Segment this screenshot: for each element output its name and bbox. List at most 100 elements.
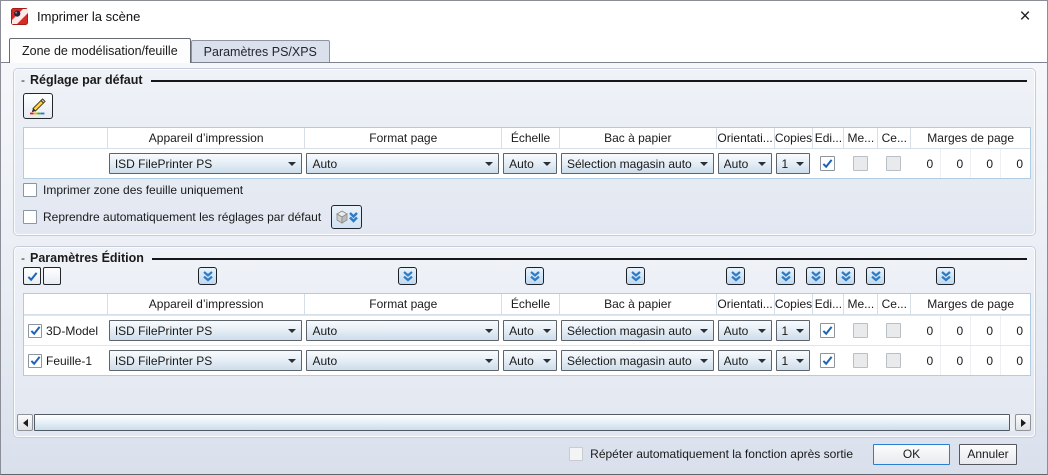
printer-dropdown[interactable]: ISD FilePrinter PS xyxy=(108,320,303,341)
margin-bottom-cell[interactable]: 0 xyxy=(1000,149,1030,178)
cancel-button[interactable]: Annuler xyxy=(959,443,1017,465)
apply-orientation-column-button[interactable] xyxy=(726,267,745,285)
auto-restore-label: Reprendre automatiquement les réglages p… xyxy=(43,210,322,224)
margin-right-cell[interactable]: 0 xyxy=(970,346,1000,375)
tray-dropdown[interactable]: Sélection magasin auto xyxy=(560,153,714,174)
margin-top-cell[interactable]: 0 xyxy=(940,316,970,345)
chevron-down-icon xyxy=(699,161,708,166)
dialog-title: Imprimer la scène xyxy=(37,9,141,24)
header-row-label xyxy=(24,294,107,314)
edit-default-settings-button[interactable] xyxy=(23,93,53,119)
header-edit: Edi... xyxy=(812,128,843,148)
header-copies: Copies xyxy=(773,294,813,314)
margin-top-cell[interactable]: 0 xyxy=(940,346,970,375)
select-all-button[interactable] xyxy=(23,267,41,285)
copies-dropdown[interactable]: 1 xyxy=(775,153,811,174)
apply-tray-column-button[interactable] xyxy=(626,267,645,285)
margin-left-cell[interactable]: 0 xyxy=(926,156,934,171)
margin-top-cell[interactable]: 0 xyxy=(940,149,970,178)
edit-checkbox[interactable] xyxy=(820,156,836,171)
apply-printer-column-button[interactable] xyxy=(198,267,217,285)
double-chevron-down-icon xyxy=(840,271,851,282)
tab-zone-modelisation[interactable]: Zone de modélisation/feuille xyxy=(9,38,191,63)
copies-dropdown[interactable]: 1 xyxy=(775,350,811,371)
apply-scale-column-button[interactable] xyxy=(525,267,544,285)
scroll-left-button[interactable] xyxy=(17,414,33,431)
margin-right-cell[interactable]: 0 xyxy=(970,149,1000,178)
print-zone-only-label: Imprimer zone des feuille uniquement xyxy=(43,183,244,197)
print-zone-only-checkbox[interactable] xyxy=(23,183,37,197)
row-select-checkbox[interactable] xyxy=(28,353,42,368)
header-format: Format page xyxy=(304,128,501,148)
orientation-dropdown[interactable]: Auto xyxy=(717,320,772,341)
margin-bottom-cell[interactable]: 0 xyxy=(1000,346,1030,375)
row-select-checkbox[interactable] xyxy=(28,323,42,338)
column-apply-row xyxy=(23,267,1031,286)
header-margins: Marges de page xyxy=(910,128,1030,148)
footer: Répéter automatiquement la fonction aprè… xyxy=(1,443,1047,465)
header-format: Format page xyxy=(304,294,501,314)
header-orientation: Orientati... xyxy=(715,128,774,148)
apply-edit-column-button[interactable] xyxy=(806,267,825,285)
chevron-down-icon xyxy=(485,161,494,166)
copies-dropdown[interactable]: 1 xyxy=(775,320,811,341)
margin-bottom-cell[interactable]: 0 xyxy=(1000,316,1030,345)
format-dropdown[interactable]: Auto xyxy=(306,350,500,371)
format-dropdown[interactable]: Auto xyxy=(306,153,500,174)
orientation-dropdown[interactable]: Auto xyxy=(717,350,772,371)
printer-dropdown[interactable]: ISD FilePrinter PS xyxy=(108,350,303,371)
chevron-down-icon xyxy=(288,161,297,166)
header-row-label xyxy=(24,128,107,148)
chevron-down-icon xyxy=(542,161,551,166)
scrollbar-track[interactable] xyxy=(34,414,1014,431)
apply-margins-column-button[interactable] xyxy=(936,267,955,285)
chevron-down-icon xyxy=(757,328,766,333)
ok-button[interactable]: OK xyxy=(873,443,950,465)
apply-me-column-button[interactable] xyxy=(836,267,855,285)
tab-parametres-ps-xps[interactable]: Paramètres PS/XPS xyxy=(190,40,330,62)
apply-defaults-button[interactable] xyxy=(331,205,363,229)
apply-ce-column-button[interactable] xyxy=(866,267,885,285)
margin-right-cell[interactable]: 0 xyxy=(970,316,1000,345)
apply-format-column-button[interactable] xyxy=(398,267,417,285)
scroll-right-button[interactable] xyxy=(1015,414,1031,431)
header-tray: Bac à papier xyxy=(558,128,716,148)
chevron-down-icon xyxy=(699,328,708,333)
triangle-right-icon xyxy=(1020,418,1026,427)
header-tray: Bac à papier xyxy=(558,294,716,314)
header-scale: Échelle xyxy=(501,294,559,314)
auto-restore-checkbox[interactable] xyxy=(23,210,37,224)
check-icon xyxy=(823,356,833,366)
header-copies: Copies xyxy=(773,128,813,148)
margin-left-cell[interactable]: 0 xyxy=(926,323,934,338)
me-checkbox xyxy=(852,323,868,338)
double-chevron-down-icon xyxy=(730,271,741,282)
double-chevron-down-icon xyxy=(529,271,540,282)
edit-checkbox[interactable] xyxy=(820,323,836,338)
orientation-dropdown[interactable]: Auto xyxy=(717,153,772,174)
scrollbar-thumb[interactable] xyxy=(34,414,1010,431)
margin-left-cell[interactable]: 0 xyxy=(926,353,934,368)
apply-copies-column-button[interactable] xyxy=(776,267,795,285)
scale-dropdown[interactable]: Auto xyxy=(503,153,557,174)
deselect-all-button[interactable] xyxy=(43,267,61,285)
collapse-toggle[interactable]: - xyxy=(21,73,25,87)
collapse-toggle[interactable]: - xyxy=(21,251,25,265)
printer-dropdown[interactable]: ISD FilePrinter PS xyxy=(108,153,303,174)
edit-checkbox[interactable] xyxy=(820,353,836,368)
repeat-function-checkbox[interactable] xyxy=(569,447,584,461)
chevron-down-icon xyxy=(757,358,766,363)
scale-dropdown[interactable]: Auto xyxy=(503,320,557,341)
triangle-left-icon xyxy=(22,418,28,427)
group-default-title: Réglage par défaut xyxy=(30,73,143,87)
tab-page: - Réglage par défaut xyxy=(1,63,1047,474)
scale-dropdown[interactable]: Auto xyxy=(503,350,557,371)
close-icon[interactable]: × xyxy=(1019,6,1031,27)
me-checkbox xyxy=(852,353,868,368)
ce-checkbox xyxy=(886,353,902,368)
double-chevron-down-icon xyxy=(810,271,821,282)
format-dropdown[interactable]: Auto xyxy=(306,320,500,341)
tray-dropdown[interactable]: Sélection magasin auto xyxy=(560,320,714,341)
header-margins: Marges de page xyxy=(910,294,1030,314)
tray-dropdown[interactable]: Sélection magasin auto xyxy=(560,350,714,371)
